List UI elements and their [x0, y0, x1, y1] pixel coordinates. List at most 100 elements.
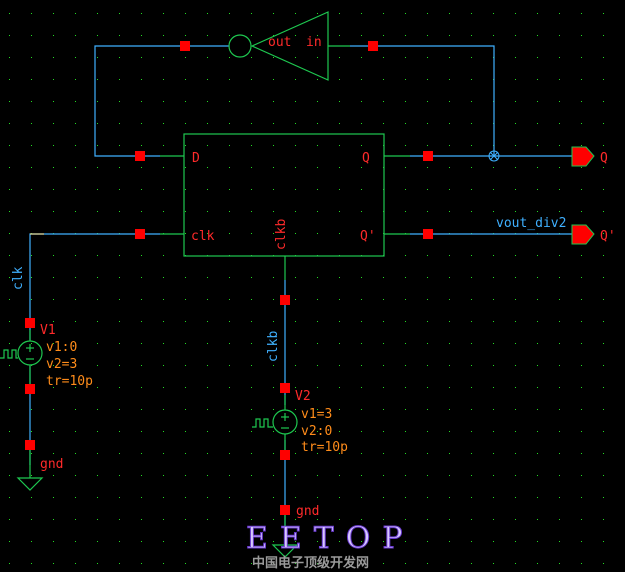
grid-dot: [581, 343, 582, 344]
wire-feedback-left[interactable]: [94, 45, 229, 157]
grid-dot: [427, 123, 428, 124]
grid-dot: [383, 79, 384, 80]
grid-dot: [207, 299, 208, 300]
grid-dot: [53, 343, 54, 344]
grid-dot: [493, 431, 494, 432]
wire-feedback-right[interactable]: [350, 45, 495, 156]
grid-dot: [9, 453, 10, 454]
grid-dot: [427, 387, 428, 388]
grid-dot: [53, 57, 54, 58]
grid-dot: [273, 519, 274, 520]
grid-dot: [9, 35, 10, 36]
grid-dot: [97, 255, 98, 256]
grid-dot: [207, 497, 208, 498]
grid-dot: [361, 365, 362, 366]
grid-dot: [163, 431, 164, 432]
grid-dot: [97, 299, 98, 300]
grid-dot: [273, 167, 274, 168]
grid-dot: [9, 497, 10, 498]
grid-dot: [493, 387, 494, 388]
grid-dot: [559, 475, 560, 476]
grid-dot: [119, 497, 120, 498]
grid-dot: [515, 79, 516, 80]
grid-dot: [405, 101, 406, 102]
dff-symbol[interactable]: [183, 133, 385, 257]
grid-dot: [295, 233, 296, 234]
grid-dot: [141, 409, 142, 410]
grid-dot: [53, 277, 54, 278]
grid-dot: [53, 35, 54, 36]
grid-dot: [31, 519, 32, 520]
grid-dot: [119, 343, 120, 344]
grid-dot: [207, 233, 208, 234]
symbols: [0, 11, 410, 558]
grid-dot: [405, 453, 406, 454]
grid-dot: [251, 431, 252, 432]
grid-dot: [185, 453, 186, 454]
grid-dot: [207, 145, 208, 146]
grid-dot: [559, 409, 560, 410]
grid-dot: [317, 57, 318, 58]
grid-dot: [603, 475, 604, 476]
grid-dot: [31, 475, 32, 476]
grid-dot: [515, 563, 516, 564]
grid-dot: [185, 365, 186, 366]
grid-dot: [97, 453, 98, 454]
grid-dot: [405, 277, 406, 278]
grid-dot: [229, 453, 230, 454]
grid-dot: [229, 145, 230, 146]
connection-point: [423, 151, 433, 161]
grid-dot: [119, 431, 120, 432]
grid-dot: [53, 101, 54, 102]
grid-dot: [273, 475, 274, 476]
grid-dot: [251, 519, 252, 520]
grid-dot: [515, 123, 516, 124]
grid-dot: [449, 255, 450, 256]
grid-dot: [141, 35, 142, 36]
grid-dot: [581, 563, 582, 564]
grid-dot: [97, 563, 98, 564]
grid-dot: [97, 321, 98, 322]
grid-dot: [537, 321, 538, 322]
grid-dot: [273, 321, 274, 322]
grid-dot: [449, 57, 450, 58]
grid-dot: [185, 321, 186, 322]
grid-dot: [185, 277, 186, 278]
output-pin-qbar[interactable]: [571, 224, 595, 245]
grid-dot: [97, 365, 98, 366]
grid-dot: [97, 145, 98, 146]
grid-dot: [537, 431, 538, 432]
grid-dot: [97, 475, 98, 476]
grid-dot: [471, 453, 472, 454]
output-pin-q[interactable]: [571, 146, 595, 167]
grid-dot: [581, 475, 582, 476]
grid-dot: [449, 35, 450, 36]
grid-dot: [427, 431, 428, 432]
grid-dot: [163, 13, 164, 14]
grid-dot: [361, 57, 362, 58]
grid-dot: [295, 541, 296, 542]
grid-dot: [9, 79, 10, 80]
grid-dot: [603, 255, 604, 256]
grid-dot: [185, 343, 186, 344]
grid-dot: [405, 541, 406, 542]
grid-dot: [317, 13, 318, 14]
grid-dot: [295, 189, 296, 190]
grid-dot: [581, 101, 582, 102]
grid-dot: [119, 409, 120, 410]
grid-dot: [185, 35, 186, 36]
v1-param-2: v2=3: [46, 357, 77, 372]
grid-dot: [581, 211, 582, 212]
grid-dot: [9, 299, 10, 300]
grid-dot: [75, 321, 76, 322]
grid-dot: [207, 167, 208, 168]
grid-dot: [229, 123, 230, 124]
grid-dot: [493, 475, 494, 476]
grid-dot: [383, 475, 384, 476]
grid-dot: [141, 255, 142, 256]
grid-dot: [449, 79, 450, 80]
grid-dot: [603, 431, 604, 432]
grid-dot: [339, 475, 340, 476]
